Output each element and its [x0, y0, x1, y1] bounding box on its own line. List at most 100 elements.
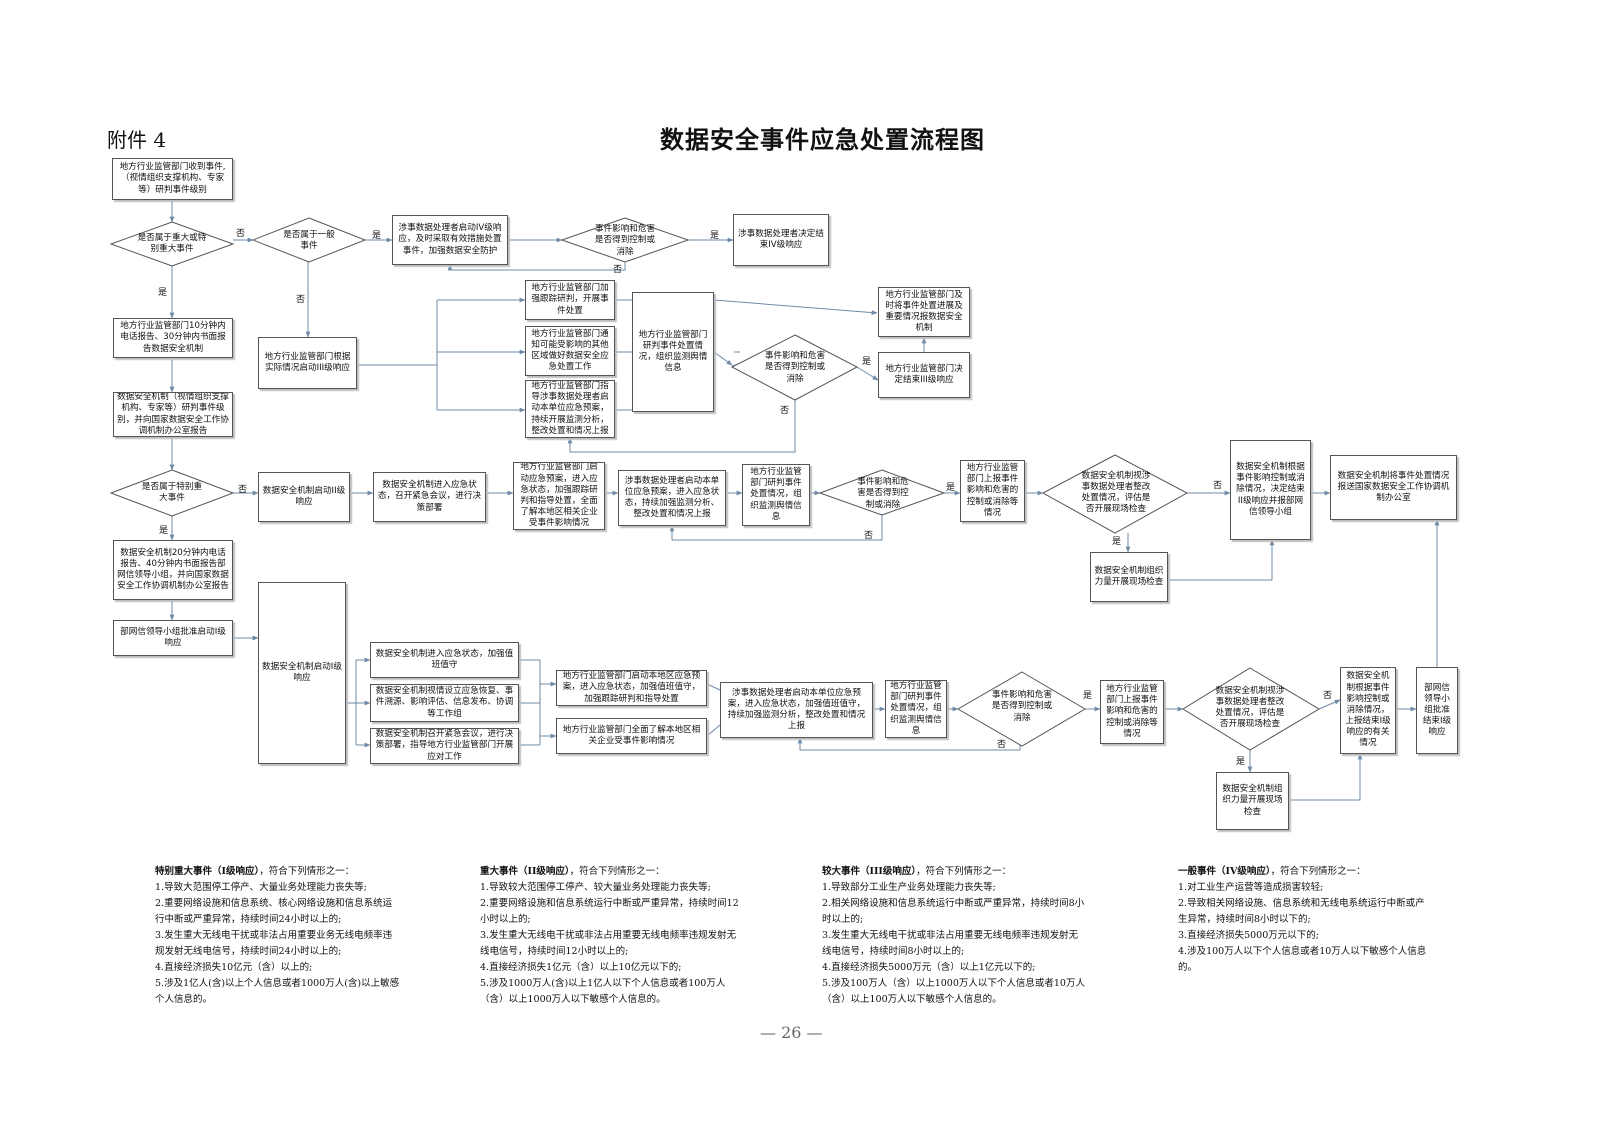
mech-study-box: 数据安全机制（视情组织支撑机构、专家等）研判事件级别，并向国家数据安全工作协调机… [113, 392, 233, 437]
edge-label-yes: 是 [710, 231, 720, 241]
decision-major-text: 是否属于重大或特别重大事件 [137, 232, 207, 254]
ii-processor-text: 涉事数据处理者启动本单位应急预案，进入应急状态，持续加强监测分析、整改处置和情况… [624, 475, 720, 520]
criteria-item: 4.直接经济损失10亿元（含）以上的; [155, 962, 313, 973]
ii-processor-box: 涉事数据处理者启动本单位应急预案，进入应急状态，持续加强监测分析、整改处置和情况… [618, 470, 726, 526]
criteria-item: 1.导致较大范围停工停产、较大量业务处理能力丧失等; [480, 882, 711, 893]
criteria-item: 3.发生重大无线电干扰或非法占用重要无线电频率违规发射无线电信号，持续时间8小时… [822, 930, 1079, 957]
criteria-title: 较大事件（III级响应） [822, 866, 917, 877]
criteria-item: 1.导致部分工业生产业务处理能力丧失等; [822, 882, 996, 893]
criteria-item: 5.涉及100万人（含）以上1000万人以下个人信息或者10万人（含）以上100… [822, 978, 1085, 1005]
decision-diamond-iii-control [730, 334, 859, 401]
page-title: 数据安全事件应急处置流程图 [660, 125, 985, 154]
i-local-a-text: 地方行业监管部门启动本地区应急预案，进入应急状态，加强值班值守，加强跟踪研判和指… [562, 671, 701, 704]
ii-report-box: 地方行业监管部门上报事件影响和危害的控制或消除等情况 [960, 460, 1025, 522]
edge-label-no: 否 [1323, 691, 1333, 701]
criteria-item: 3.发生重大无线电干扰或非法占用重要无线电频率违规发射无线电信号，持续时间12小… [480, 930, 737, 957]
edge-label-yes: 是 [159, 526, 169, 536]
i-judge-box: 地方行业监管部门研判事件处置情况，组织监测舆情信息 [885, 680, 947, 738]
i-start-text: 数据安全机制启动I级响应 [262, 661, 342, 683]
criteria-item: 2.导致相关网络设施、信息系统和无线电系统运行中断或产生异常，持续时间8小时以下… [1178, 898, 1425, 925]
i-end-box: 数据安全机制根据事件影响控制或消除情况，上报结束I级响应的有关情况 [1340, 667, 1396, 754]
i-duty-text: 数据安全机制进入应急状态，加强值班值守 [375, 648, 514, 670]
i-onsite-text: 数据安全机制组织力量开展现场检查 [1222, 784, 1283, 817]
i-approve-box: 部网信领导小组批准启动I级响应 [113, 620, 233, 656]
i-approve-text: 部网信领导小组批准启动I级响应 [120, 626, 226, 648]
edge-label-yes: 是 [1112, 537, 1122, 547]
criteria-item: 4.涉及100万人以下个人信息或者10万人以下敏感个人信息的。 [1178, 946, 1427, 973]
decision-diamond-especial [109, 469, 235, 517]
attachment-label: 附件 4 [107, 128, 167, 152]
criteria-item: 3.直接经济损失5000万元以下的; [1178, 930, 1319, 941]
iii-start-box: 地方行业监管部门根据实际情况启动III级响应 [258, 337, 357, 389]
ii-judge-text: 地方行业监管部门研判事件处置情况，组织监测舆情信息 [750, 467, 802, 522]
criteria-item: 5.涉及1000万人(含)以上1亿人以下个人信息或者100万人（含）以上1000… [480, 978, 726, 1005]
decision-diamond-iv-control [560, 217, 690, 263]
i-local-a-box: 地方行业监管部门启动本地区应急预案，进入应急状态，加强值班值守，加强跟踪研判和指… [556, 670, 707, 706]
ii-start-text: 数据安全机制启动II级响应 [262, 485, 346, 507]
edge-label-no: 否 [613, 265, 623, 275]
ii-end-box: 数据安全机制根据事件影响控制或消除情况，决定结束II级响应并报部网信领导小组 [1230, 440, 1311, 540]
report-20min-box: 数据安全机制20分钟内电话报告、40分钟内书面报告部网信领导小组，并向国家数据安… [113, 540, 233, 600]
i-duty-box: 数据安全机制进入应急状态，加强值班值守 [370, 642, 519, 678]
iii-report-box: 地方行业监管部门及时将事件处置进展及重要情况报数据安全机制 [878, 287, 970, 337]
iii-start-text: 地方行业监管部门根据实际情况启动III级响应 [264, 351, 351, 373]
edge-label-yes: 是 [862, 357, 872, 367]
criteria-item: 2.重要网络设施和信息系统、核心网络设施和信息系统运行中断或严重异常，持续时间2… [155, 898, 393, 925]
iii-report-text: 地方行业监管部门及时将事件处置进展及重要情况报数据安全机制 [885, 289, 963, 334]
edge-label-no: 否 [238, 485, 248, 495]
edge-label-yes: 是 [1083, 691, 1093, 701]
criteria-item: 2.相关网络设施和信息系统运行中断或严重异常，持续时间8小时以上的; [822, 898, 1085, 925]
i-local-b-box: 地方行业监管部门全面了解本地区相关企业受事件影响情况 [556, 718, 707, 754]
criteria-item: 1.导致大范围停工停产、大量业务处理能力丧失等; [155, 882, 367, 893]
ii-emergency-box: 数据安全机制进入应急状态，召开紧急会议，进行决策部署 [373, 472, 486, 522]
report-10min-box: 地方行业监管部门10分钟内电话报告、30分钟内书面报告数据安全机制 [113, 318, 233, 358]
ii-report-text: 地方行业监管部门上报事件影响和危害的控制或消除等情况 [966, 463, 1019, 518]
iii-end-box: 地方行业监管部门决定结束III级响应 [878, 352, 970, 398]
decision-diamond-i-check [1182, 667, 1320, 751]
criteria-item: 1.对工业生产运营等造成损害较轻; [1178, 882, 1324, 893]
criteria-title: 特别重大事件（I级响应） [155, 866, 260, 877]
i-local-b-text: 地方行业监管部门全面了解本地区相关企业受事件影响情况 [562, 724, 701, 746]
iv-start-box: 涉事数据处理者启动IV级响应，及时采取有效措施处置事件，加强数据安全防护 [392, 215, 508, 265]
criteria-intro: ，符合下列情形之一： [569, 866, 665, 877]
iii-track-box: 地方行业监管部门加强跟踪研判，开展事件处置 [525, 280, 615, 320]
i-processor-text: 涉事数据处理者启动本单位应急预案，进入应急状态，加强值班值守，持续加强监测分析，… [727, 687, 866, 732]
start-box-text: 地方行业监管部门收到事件,（视情组织支撑机构、专家等）研判事件级别 [119, 162, 226, 195]
ii-final-text: 数据安全机制将事件处置情况报送国家数据安全工作协调机制办公室 [1337, 470, 1450, 504]
iii-guide-text: 地方行业监管部门指导涉事数据处理者启动本单位应急预案，持续开展监测分析，整改处置… [531, 381, 609, 436]
decision-iv-control-text: 事件影响和危害是否得到控制或消除 [594, 224, 656, 257]
i-workgroup-text: 数据安全机制视情设立应急恢复、事件溯源、影响评估、信息发布、协调等工作组 [375, 686, 514, 719]
decision-ii-check-text: 数据安全机制视涉事数据处理者整改处置情况，评估是否开展现场检查 [1081, 470, 1151, 515]
edge-label-yes: 是 [946, 483, 956, 493]
decision-i-control-text-b: 事件影响和危害是否得到控制或消除 [991, 690, 1053, 723]
criteria-intro: ，符合下列情形之一： [916, 866, 1012, 877]
edge-label-no: 否 [997, 740, 1007, 750]
ii-onsite-box: 数据安全机制组织力量开展现场检查 [1090, 552, 1168, 602]
iii-judge-box: 地方行业监管部门研判事件处置情况，组织监测舆情信息 [632, 292, 714, 412]
i-workgroup-box: 数据安全机制视情设立应急恢复、事件溯源、影响评估、信息发布、协调等工作组 [370, 684, 519, 722]
i-judge-text: 地方行业监管部门研判事件处置情况，组织监测舆情信息 [890, 681, 942, 736]
criteria-item: 5.涉及1亿人(含)以上个人信息或者1000万人(含)以上敏感个人信息的。 [155, 978, 400, 1005]
decision-i-check-text: 数据安全机制视涉事数据处理者整改处置情况，评估是否开展现场检查 [1215, 685, 1285, 730]
criteria-item: 3.发生重大无线电干扰或非法占用重要业务无线电频率违规发射无线电信号，持续时间2… [155, 930, 393, 957]
criteria-title: 一般事件（IV级响应） [1178, 866, 1271, 877]
iii-guide-box: 地方行业监管部门指导涉事数据处理者启动本单位应急预案，持续开展监测分析，整改处置… [525, 380, 615, 438]
criteria-intro: ，符合下列情形之一： [259, 866, 355, 877]
mech-study-text: 数据安全机制（视情组织支撑机构、专家等）研判事件级别，并向国家数据安全工作协调机… [117, 392, 229, 436]
edge-label-no: 否 [236, 229, 246, 239]
criteria-item: 4.直接经济损失5000万元（含）以上1亿元以下的; [822, 962, 1036, 973]
i-report-text: 地方行业监管部门上报事件影响和危害的控制或消除等情况 [1106, 684, 1158, 739]
ii-local-text: 地方行业监管部门启动应急预案，进入应急状态，加强跟踪研判和指导处置，全面了解本地… [520, 462, 598, 529]
criteria-intro: ，符合下列情形之一： [1270, 866, 1366, 877]
edge-label-no: 否 [1213, 481, 1223, 491]
edge-label-yes: 是 [1236, 757, 1246, 767]
iii-judge-text: 地方行业监管部门研判事件处置情况，组织监测舆情信息 [638, 329, 708, 374]
criteria-level-3: 较大事件（III级响应），符合下列情形之一： 1.导致部分工业生产业务处理能力丧… [822, 864, 1087, 1008]
iii-notify-box: 地方行业监管部门通知可能受影响的其他区域做好数据安全应急处置工作 [525, 326, 615, 376]
i-start-box: 数据安全机制启动I级响应 [258, 582, 346, 764]
decision-ii-control-text: 事件影响和危害是否得到控制或消除 [857, 477, 909, 510]
ii-judge-box: 地方行业监管部门研判事件处置情况，组织监测舆情信息 [742, 464, 810, 526]
iv-end-box: 涉事数据处理者决定结束IV级响应 [733, 214, 829, 266]
decision-diamond-ii-check [1041, 454, 1189, 534]
